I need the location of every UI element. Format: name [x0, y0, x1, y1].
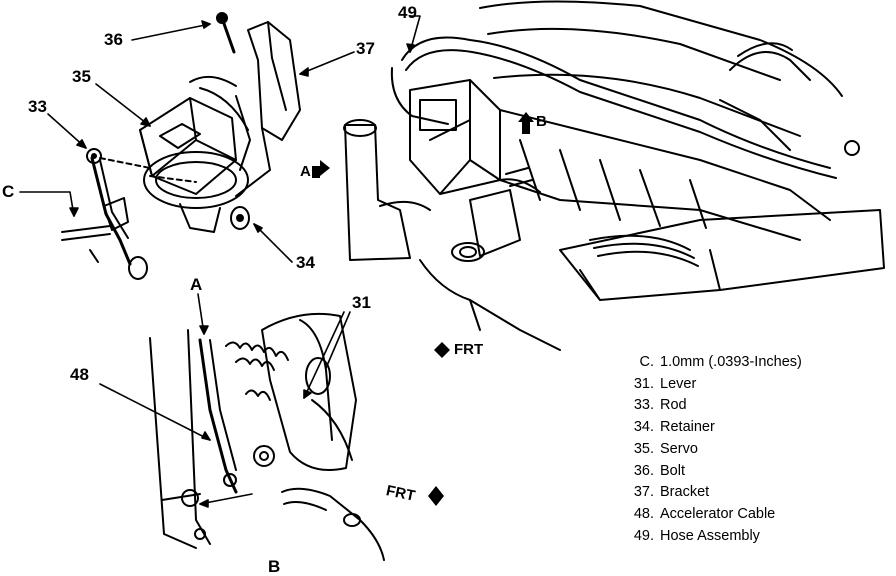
- callout-31: 31: [352, 293, 371, 312]
- rod-33: [90, 156, 132, 266]
- legend-key: 33.: [633, 397, 654, 414]
- legend-key: 49.: [633, 527, 654, 544]
- legend-row: 31. Lever: [624, 374, 802, 396]
- accelerator-cable-48: [198, 338, 238, 494]
- callout-37: 37: [356, 39, 375, 58]
- hose-assembly-49: [401, 36, 831, 169]
- legend-row: 49. Hose Assembly: [624, 526, 802, 548]
- legend-row: 35. Servo: [624, 439, 802, 461]
- frt-marker-main: FRT: [454, 341, 484, 358]
- callout-48: 48: [70, 365, 89, 384]
- legend-desc: Retainer: [660, 419, 715, 436]
- legend-desc: Hose Assembly: [660, 527, 760, 544]
- view-arrows: [312, 112, 534, 506]
- legend-row: 33. Rod: [624, 395, 802, 417]
- engine-assembly: [343, 0, 885, 351]
- legend-desc: Servo: [660, 440, 698, 457]
- callout-c: C: [2, 182, 15, 201]
- callout-49: 49: [398, 3, 417, 22]
- callout-b-detail: B: [268, 557, 281, 576]
- legend-key: 37.: [633, 484, 654, 501]
- view-marker-a: A: [300, 163, 311, 180]
- retainer-34: [230, 206, 250, 230]
- lever-31: [261, 312, 357, 471]
- legend-key: 36.: [633, 462, 654, 479]
- legend-key: 35.: [633, 440, 654, 457]
- bracket-37: [247, 21, 301, 141]
- legend-desc: Accelerator Cable: [660, 505, 776, 522]
- lever-detail: [149, 312, 385, 561]
- bolt-36: [220, 16, 236, 54]
- legend-row: C. 1.0mm (.0393-Inches): [624, 352, 802, 374]
- callout-36: 36: [104, 30, 123, 49]
- leader-lines: [19, 15, 421, 508]
- legend-row: 36. Bolt: [624, 461, 802, 483]
- callout-33: 33: [28, 97, 47, 116]
- servo-assembly: [61, 12, 301, 280]
- legend-key: C.: [639, 354, 655, 370]
- legend-key: 48.: [633, 505, 654, 522]
- callout-a-detail: A: [190, 275, 203, 294]
- view-marker-b: B: [536, 113, 547, 130]
- callout-34: 34: [296, 253, 315, 272]
- legend-desc: Rod: [660, 397, 687, 414]
- legend-row: 37. Bracket: [624, 482, 802, 504]
- legend-desc: Bolt: [660, 462, 685, 479]
- legend-desc: Bracket: [660, 484, 710, 501]
- legend-row: 34. Retainer: [624, 417, 802, 439]
- legend-desc: Lever: [660, 375, 697, 392]
- legend-desc: 1.0mm (.0393-Inches): [660, 354, 802, 370]
- callout-35: 35: [72, 67, 91, 86]
- legend-key: 31.: [633, 375, 654, 392]
- legend-row: 48. Accelerator Cable: [624, 504, 802, 526]
- parts-legend: C. 1.0mm (.0393-Inches) 31. Lever 33. Rod 3…: [624, 352, 802, 547]
- legend-key: 34.: [633, 419, 654, 436]
